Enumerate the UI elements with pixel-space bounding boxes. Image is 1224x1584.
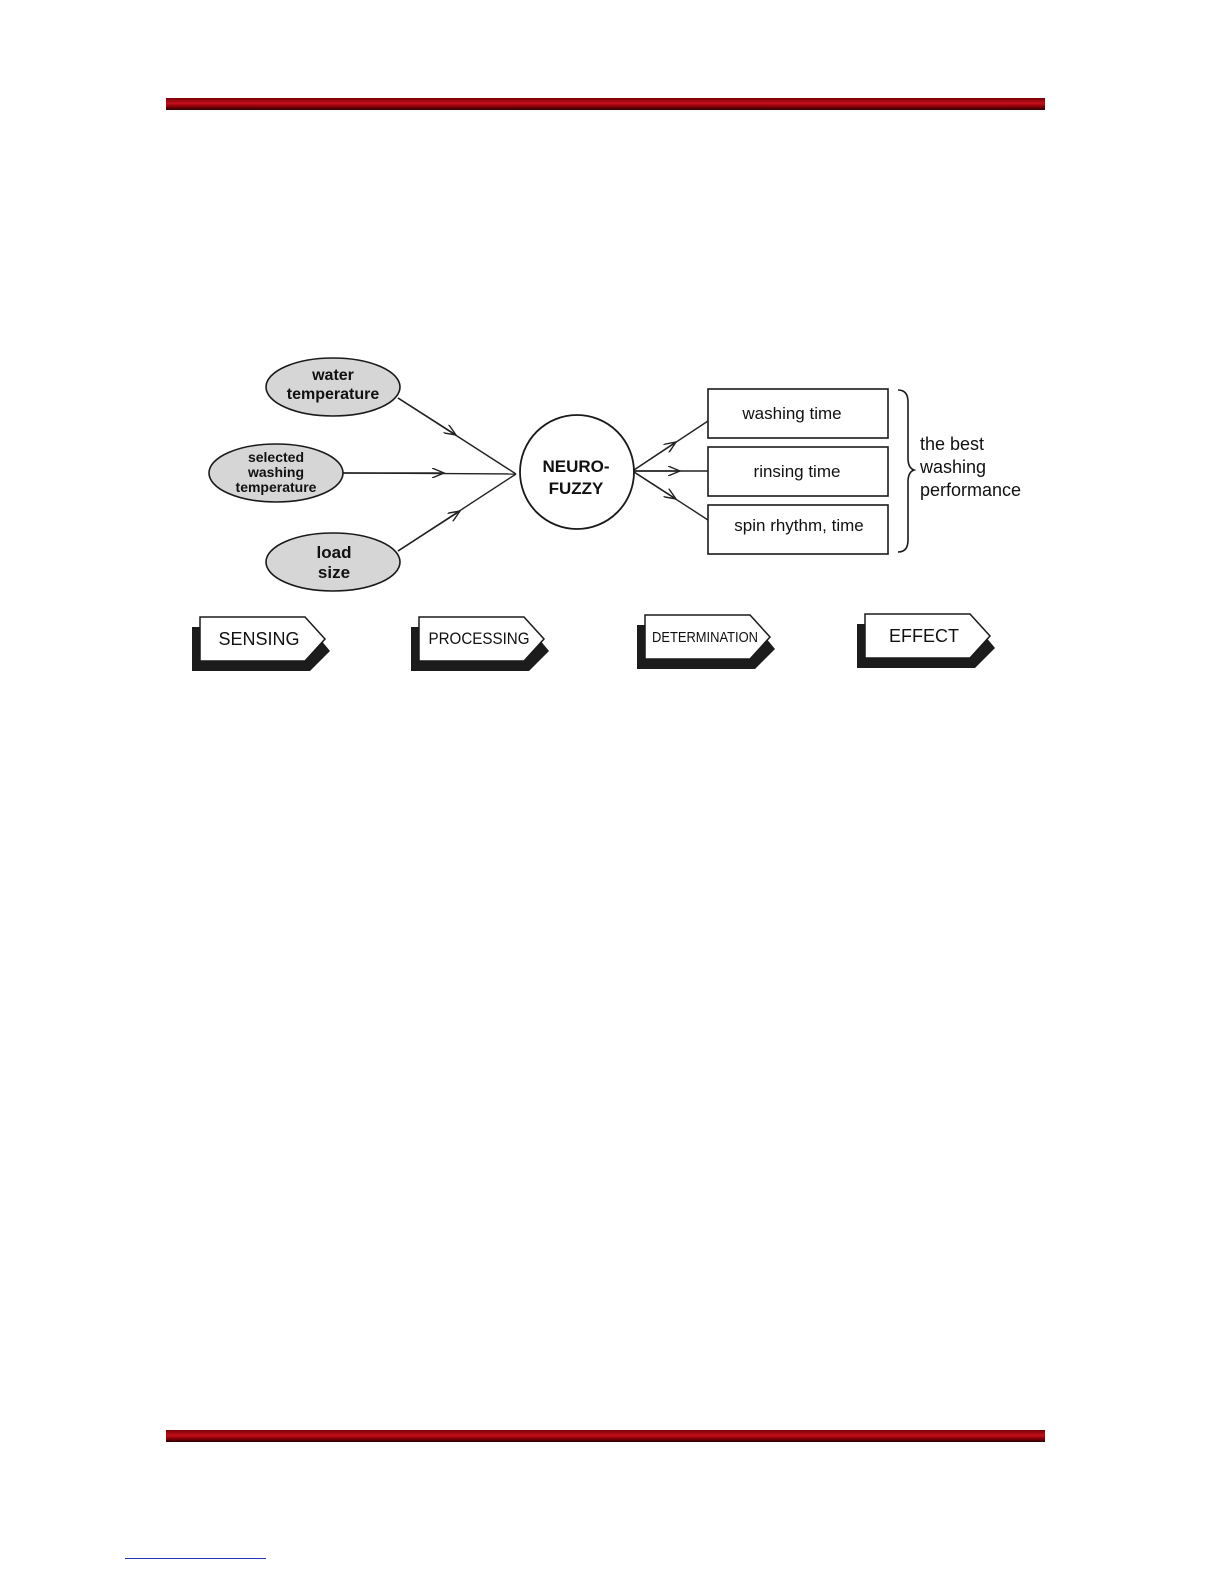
output-label: spin rhythm, time [734, 516, 863, 535]
arrow-water-temperature [398, 398, 456, 435]
stage-tag-processing: PROCESSING [411, 617, 549, 671]
center-label-line2: FUZZY [549, 479, 604, 498]
result-label-line2: washing [919, 457, 986, 477]
input-node-water-temperature: water temperature [266, 358, 400, 416]
stage-tag-sensing: SENSING [192, 617, 330, 671]
stage-label: EFFECT [889, 626, 959, 646]
result-label-line3: performance [920, 480, 1021, 500]
stage-tag-effect: EFFECT [857, 614, 995, 668]
input-label-line1: load [317, 543, 352, 562]
input-node-selected-washing-temperature: selected washing temperature [209, 444, 343, 502]
footnote-separator [125, 1558, 266, 1559]
input-node-load-size: load size [266, 533, 400, 591]
output-label: washing time [741, 404, 841, 423]
arrow-load-size [398, 511, 460, 551]
neuro-fuzzy-washing-diagram: water temperature selected washing tempe… [0, 0, 1224, 720]
input-label-line3: temperature [236, 479, 317, 495]
arrow-spin-rhythm-time [634, 472, 676, 499]
output-box-spin-rhythm-time: spin rhythm, time [708, 505, 888, 554]
input-label-line2: temperature [287, 386, 380, 403]
input-label-line2: size [318, 563, 350, 582]
footer-rule [166, 1430, 1045, 1442]
result-label: the best washing performance [919, 434, 1021, 500]
stage-label: PROCESSING [429, 629, 530, 648]
arrow-washing-time [634, 442, 676, 470]
result-label-line1: the best [920, 434, 984, 454]
center-node-neuro-fuzzy: NEURO- FUZZY [520, 415, 634, 529]
input-label-line1: selected [248, 449, 304, 465]
stage-label: DETERMINATION [652, 629, 758, 646]
output-box-rinsing-time: rinsing time [708, 447, 888, 496]
stage-tag-determination: DETERMINATION [637, 615, 775, 669]
stage-label: SENSING [218, 629, 299, 649]
center-label-line1: NEURO- [542, 457, 609, 476]
output-label: rinsing time [754, 462, 841, 481]
grouping-brace [898, 390, 914, 552]
input-label-line1: water [311, 367, 354, 384]
input-label-line2: washing [247, 464, 304, 480]
output-box-washing-time: washing time [708, 389, 888, 438]
